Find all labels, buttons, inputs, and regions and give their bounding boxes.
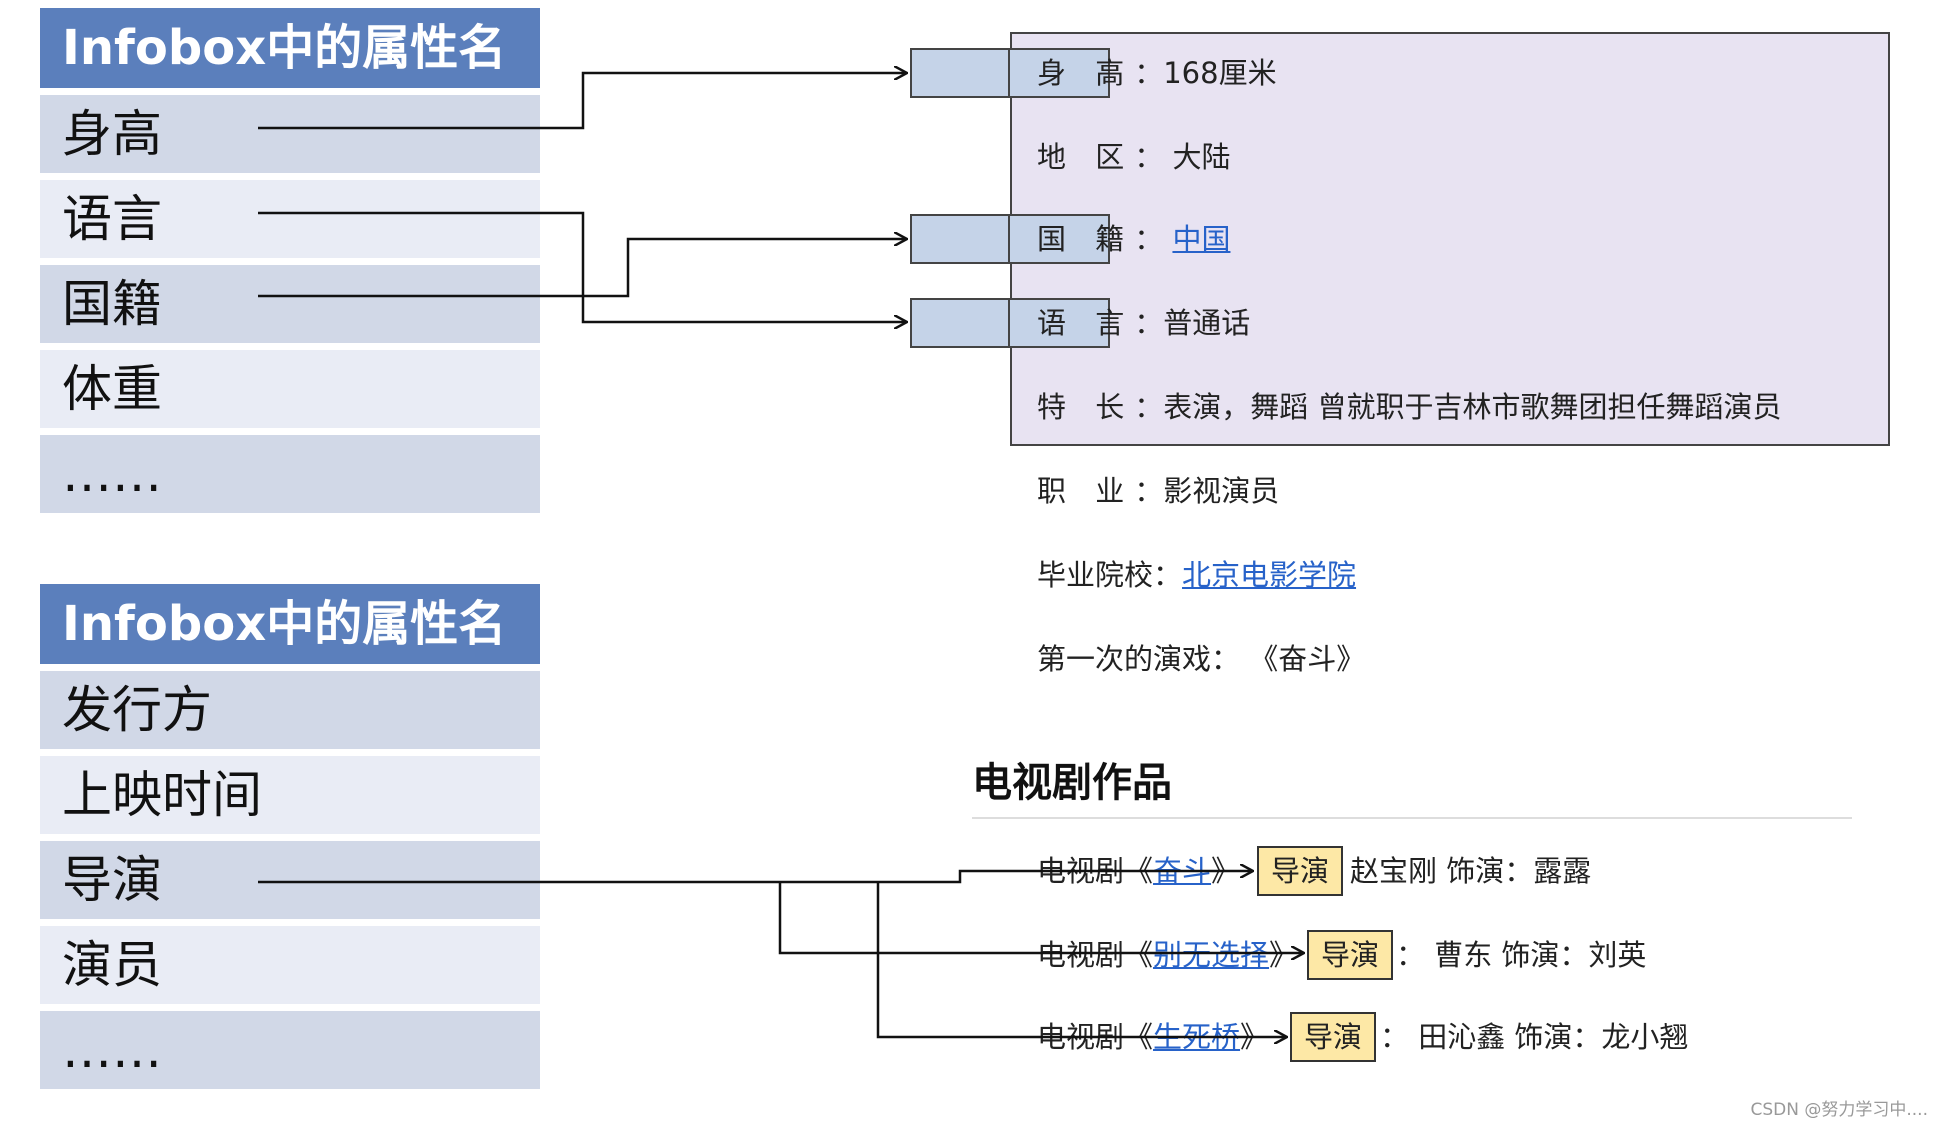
infobox-key: 身 高	[1037, 56, 1135, 90]
infobox-value: 大陆	[1172, 140, 1231, 174]
highlight-box-director	[1307, 930, 1393, 980]
watermark: CSDN @努力学习中....	[1750, 1100, 1929, 1120]
tv-link[interactable]: 别无选择	[1153, 938, 1270, 972]
infobox-value: 《奋斗》	[1249, 642, 1366, 676]
infobox-key: 职 业	[1037, 474, 1135, 508]
highlight-box-nationality	[910, 214, 1010, 264]
table-row-distributor: 发行方	[40, 671, 540, 749]
infobox-panel	[1010, 32, 1890, 446]
connector-director-2	[778, 882, 1303, 953]
table-row-release-time: 上映时间	[40, 756, 540, 834]
infobox-line: 毕业院校：北京电影学院	[1037, 558, 1357, 592]
infobox-key: 毕业院校	[1037, 558, 1154, 592]
infobox-line: 国 籍： 中国	[1037, 222, 1231, 256]
attribute-table-film: Infobox中的属性名 发行方 上映时间 导演 演员 ……	[40, 584, 540, 1089]
table-header: Infobox中的属性名	[40, 8, 540, 88]
infobox-link-school[interactable]: 北京电影学院	[1182, 558, 1357, 592]
connector-nationality	[258, 239, 906, 298]
tv-role: 导演	[1303, 1020, 1362, 1054]
table-row-director: 导演	[40, 841, 540, 919]
tv-item-rest: 赵宝刚 饰演：露露	[1350, 854, 1592, 888]
infobox-line: 语 言：普通话	[1037, 306, 1251, 340]
infobox-line: 职 业：影视演员	[1037, 474, 1280, 508]
infobox-line: 特 长：表演，舞蹈 曾就职于吉林市歌舞团担任舞蹈演员	[1037, 390, 1782, 424]
infobox-value: 表演，舞蹈 曾就职于吉林市歌舞团担任舞蹈演员	[1163, 390, 1782, 424]
infobox-value: 影视演员	[1163, 474, 1280, 508]
infobox-key: 地 区	[1037, 140, 1135, 174]
infobox-line: 地 区： 大陆	[1037, 140, 1231, 174]
connector-height	[258, 73, 906, 130]
infobox-key: 语 言	[1037, 306, 1135, 340]
infobox-value: 168厘米	[1163, 56, 1277, 90]
infobox-line: 第一次的演戏： 《奋斗》	[1037, 642, 1366, 676]
tv-role: 导演	[1320, 938, 1379, 972]
section-divider	[972, 817, 1852, 819]
tv-role: 导演	[1270, 854, 1329, 888]
tv-item-rest: ： 田沁鑫 饰演：龙小翘	[1380, 1020, 1689, 1054]
highlight-box-language-inner	[1010, 298, 1110, 348]
highlight-box-height	[910, 48, 1010, 98]
tv-item-rest: ： 曹东 饰演：刘英	[1396, 938, 1647, 972]
table-row-more: ……	[40, 1011, 540, 1089]
table-row-height: 身高	[40, 95, 540, 173]
highlight-box-director	[1290, 1012, 1376, 1062]
connector-language	[258, 211, 906, 322]
infobox-key: 第一次的演戏	[1037, 642, 1212, 676]
section-title: 电视剧作品	[972, 760, 1172, 806]
table-header: Infobox中的属性名	[40, 584, 540, 664]
highlight-box-director	[1257, 846, 1343, 896]
table-row-weight: 体重	[40, 350, 540, 428]
infobox-key: 特 长	[1037, 390, 1135, 424]
table-row-actor: 演员	[40, 926, 540, 1004]
table-row-language: 语言	[40, 180, 540, 258]
infobox-value: 普通话	[1163, 306, 1251, 340]
highlight-box-height-inner	[1010, 48, 1110, 98]
highlight-box-nationality-inner	[1010, 214, 1110, 264]
attribute-table-person: Infobox中的属性名 身高 语言 国籍 体重 ……	[40, 8, 540, 513]
table-row-nationality: 国籍	[40, 265, 540, 343]
infobox-key: 国 籍	[1037, 222, 1135, 256]
highlight-box-language	[910, 298, 1010, 348]
table-row-more: ……	[40, 435, 540, 513]
connector-director-1	[258, 871, 1252, 884]
infobox-link-china[interactable]: 中国	[1172, 222, 1231, 256]
connector-director-3	[876, 882, 1286, 1037]
infobox-line: 身 高：168厘米	[1037, 56, 1277, 90]
